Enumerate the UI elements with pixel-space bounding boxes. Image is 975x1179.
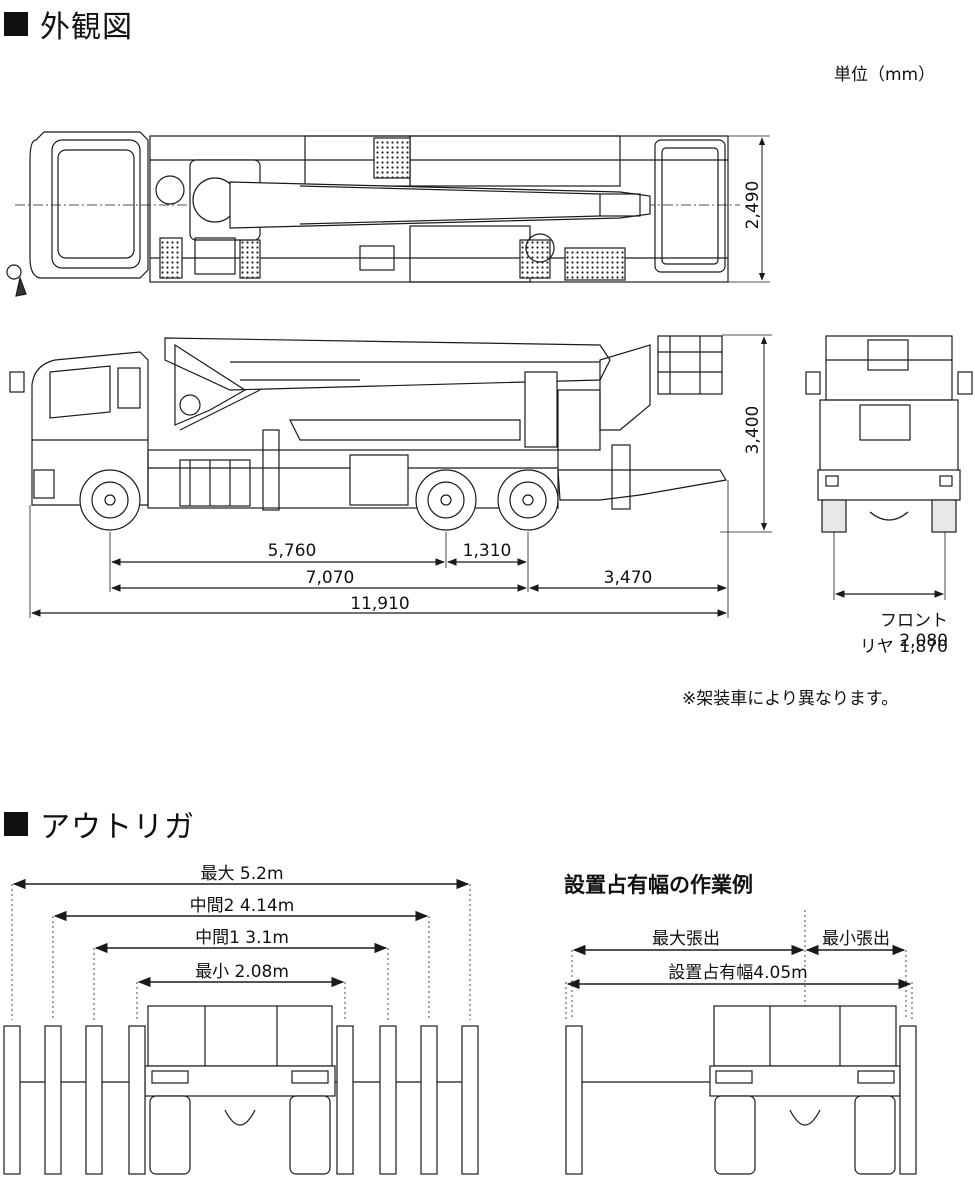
dim-1310: 1,310 <box>463 541 512 561</box>
outrigger-max: 最大 5.2m <box>201 864 284 884</box>
dim-width-top: 2,490 <box>743 181 763 230</box>
rear-view <box>805 335 973 600</box>
side-view <box>9 334 772 618</box>
outrigger-min: 最小 2.08m <box>195 962 289 982</box>
top-view <box>6 131 770 297</box>
section-title-exterior: 外観図 <box>40 10 133 45</box>
outrigger-mid2: 中間2 4.14m <box>190 896 295 916</box>
footnote: ※架装車により異なります。 <box>682 689 899 709</box>
unit-label: 単位（mm） <box>834 65 936 85</box>
occupied-width-label: 設置占有幅4.05m <box>668 963 807 983</box>
front-track-label: フロント 2,080 <box>880 611 948 651</box>
outrigger-diagram <box>3 878 479 1175</box>
min-extend-label: 最小張出 <box>822 929 890 949</box>
section-heading-exterior: 外観図 <box>4 2 133 46</box>
square-bullet-icon <box>4 12 28 36</box>
dim-11910: 11,910 <box>350 594 409 614</box>
section-heading-outrigger: アウトリガ <box>4 802 195 846</box>
dim-height-side: 3,400 <box>743 406 763 455</box>
rear-track-label: リヤ 1,870 <box>859 637 948 657</box>
example-title: 設置占有幅の作業例 <box>564 873 753 897</box>
dim-3470: 3,470 <box>604 568 653 588</box>
max-extend-label: 最大張出 <box>652 929 720 949</box>
square-bullet-icon <box>4 812 28 836</box>
section-title-outrigger: アウトリガ <box>40 810 195 845</box>
outrigger-mid1: 中間1 3.1m <box>195 928 289 948</box>
dim-5760: 5,760 <box>268 541 317 561</box>
occupancy-example-diagram <box>565 910 917 1175</box>
dim-7070: 7,070 <box>306 568 355 588</box>
